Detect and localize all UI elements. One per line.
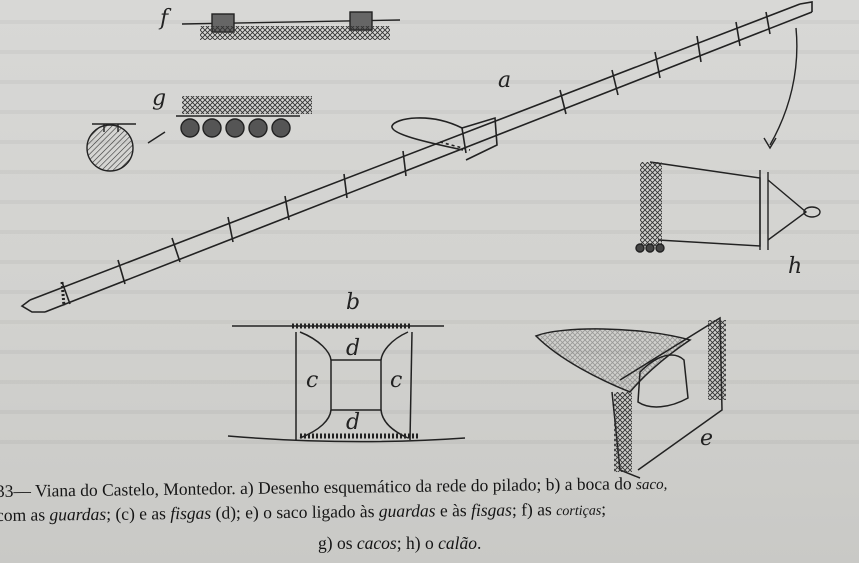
label-g: g <box>152 86 167 111</box>
net-drawing-a <box>20 1 813 313</box>
caption-line-3: g) os cacos; h) o calão. <box>318 532 481 554</box>
caption-line-2-part: ; (c) e as <box>106 503 171 524</box>
caption-line-3-part: ; h) o <box>396 533 439 553</box>
caption-term-guardas: guardas <box>378 500 436 521</box>
caption-line-2-part: com as <box>0 504 50 525</box>
label-c-left: c <box>306 368 319 393</box>
caption-term-fisgas: fisgas <box>170 502 212 524</box>
caption-term-fisgas: fisgas <box>470 499 512 521</box>
caption-term-corticas: cortiças <box>556 503 602 520</box>
bag-drawing-h <box>635 161 821 253</box>
label-h: h <box>788 254 803 279</box>
label-e: e <box>700 426 714 451</box>
caption-line-2-part: e às <box>435 500 472 521</box>
caption-term-calao: calão <box>438 533 477 553</box>
caption-line-3-part: . <box>476 533 482 553</box>
caption-term-cacos: cacos <box>356 533 397 553</box>
caption-line-2-part: (d); e) o saco ligado às <box>211 500 379 523</box>
caption-line-3-part: g) os <box>318 533 357 553</box>
caption-line-2-part: ; f) as <box>511 499 557 520</box>
bag-attached-e <box>534 316 726 479</box>
label-c-right: c <box>390 368 403 393</box>
caption-term-saco: saco, <box>635 476 668 494</box>
label-d-bottom: d <box>346 410 361 435</box>
cork-floats-f <box>181 11 401 40</box>
caption-term-guardas: guardas <box>49 503 107 525</box>
label-d-top: d <box>346 336 361 361</box>
label-f: f <box>160 6 169 31</box>
weights-g <box>86 96 312 172</box>
caption-figure-number: 33 <box>0 480 14 501</box>
caption-line-2-part: ; <box>601 498 607 519</box>
label-b: b <box>346 290 361 315</box>
bag-mouth-b <box>227 323 466 443</box>
label-a: a <box>498 68 512 93</box>
arrow-to-h <box>769 27 798 146</box>
